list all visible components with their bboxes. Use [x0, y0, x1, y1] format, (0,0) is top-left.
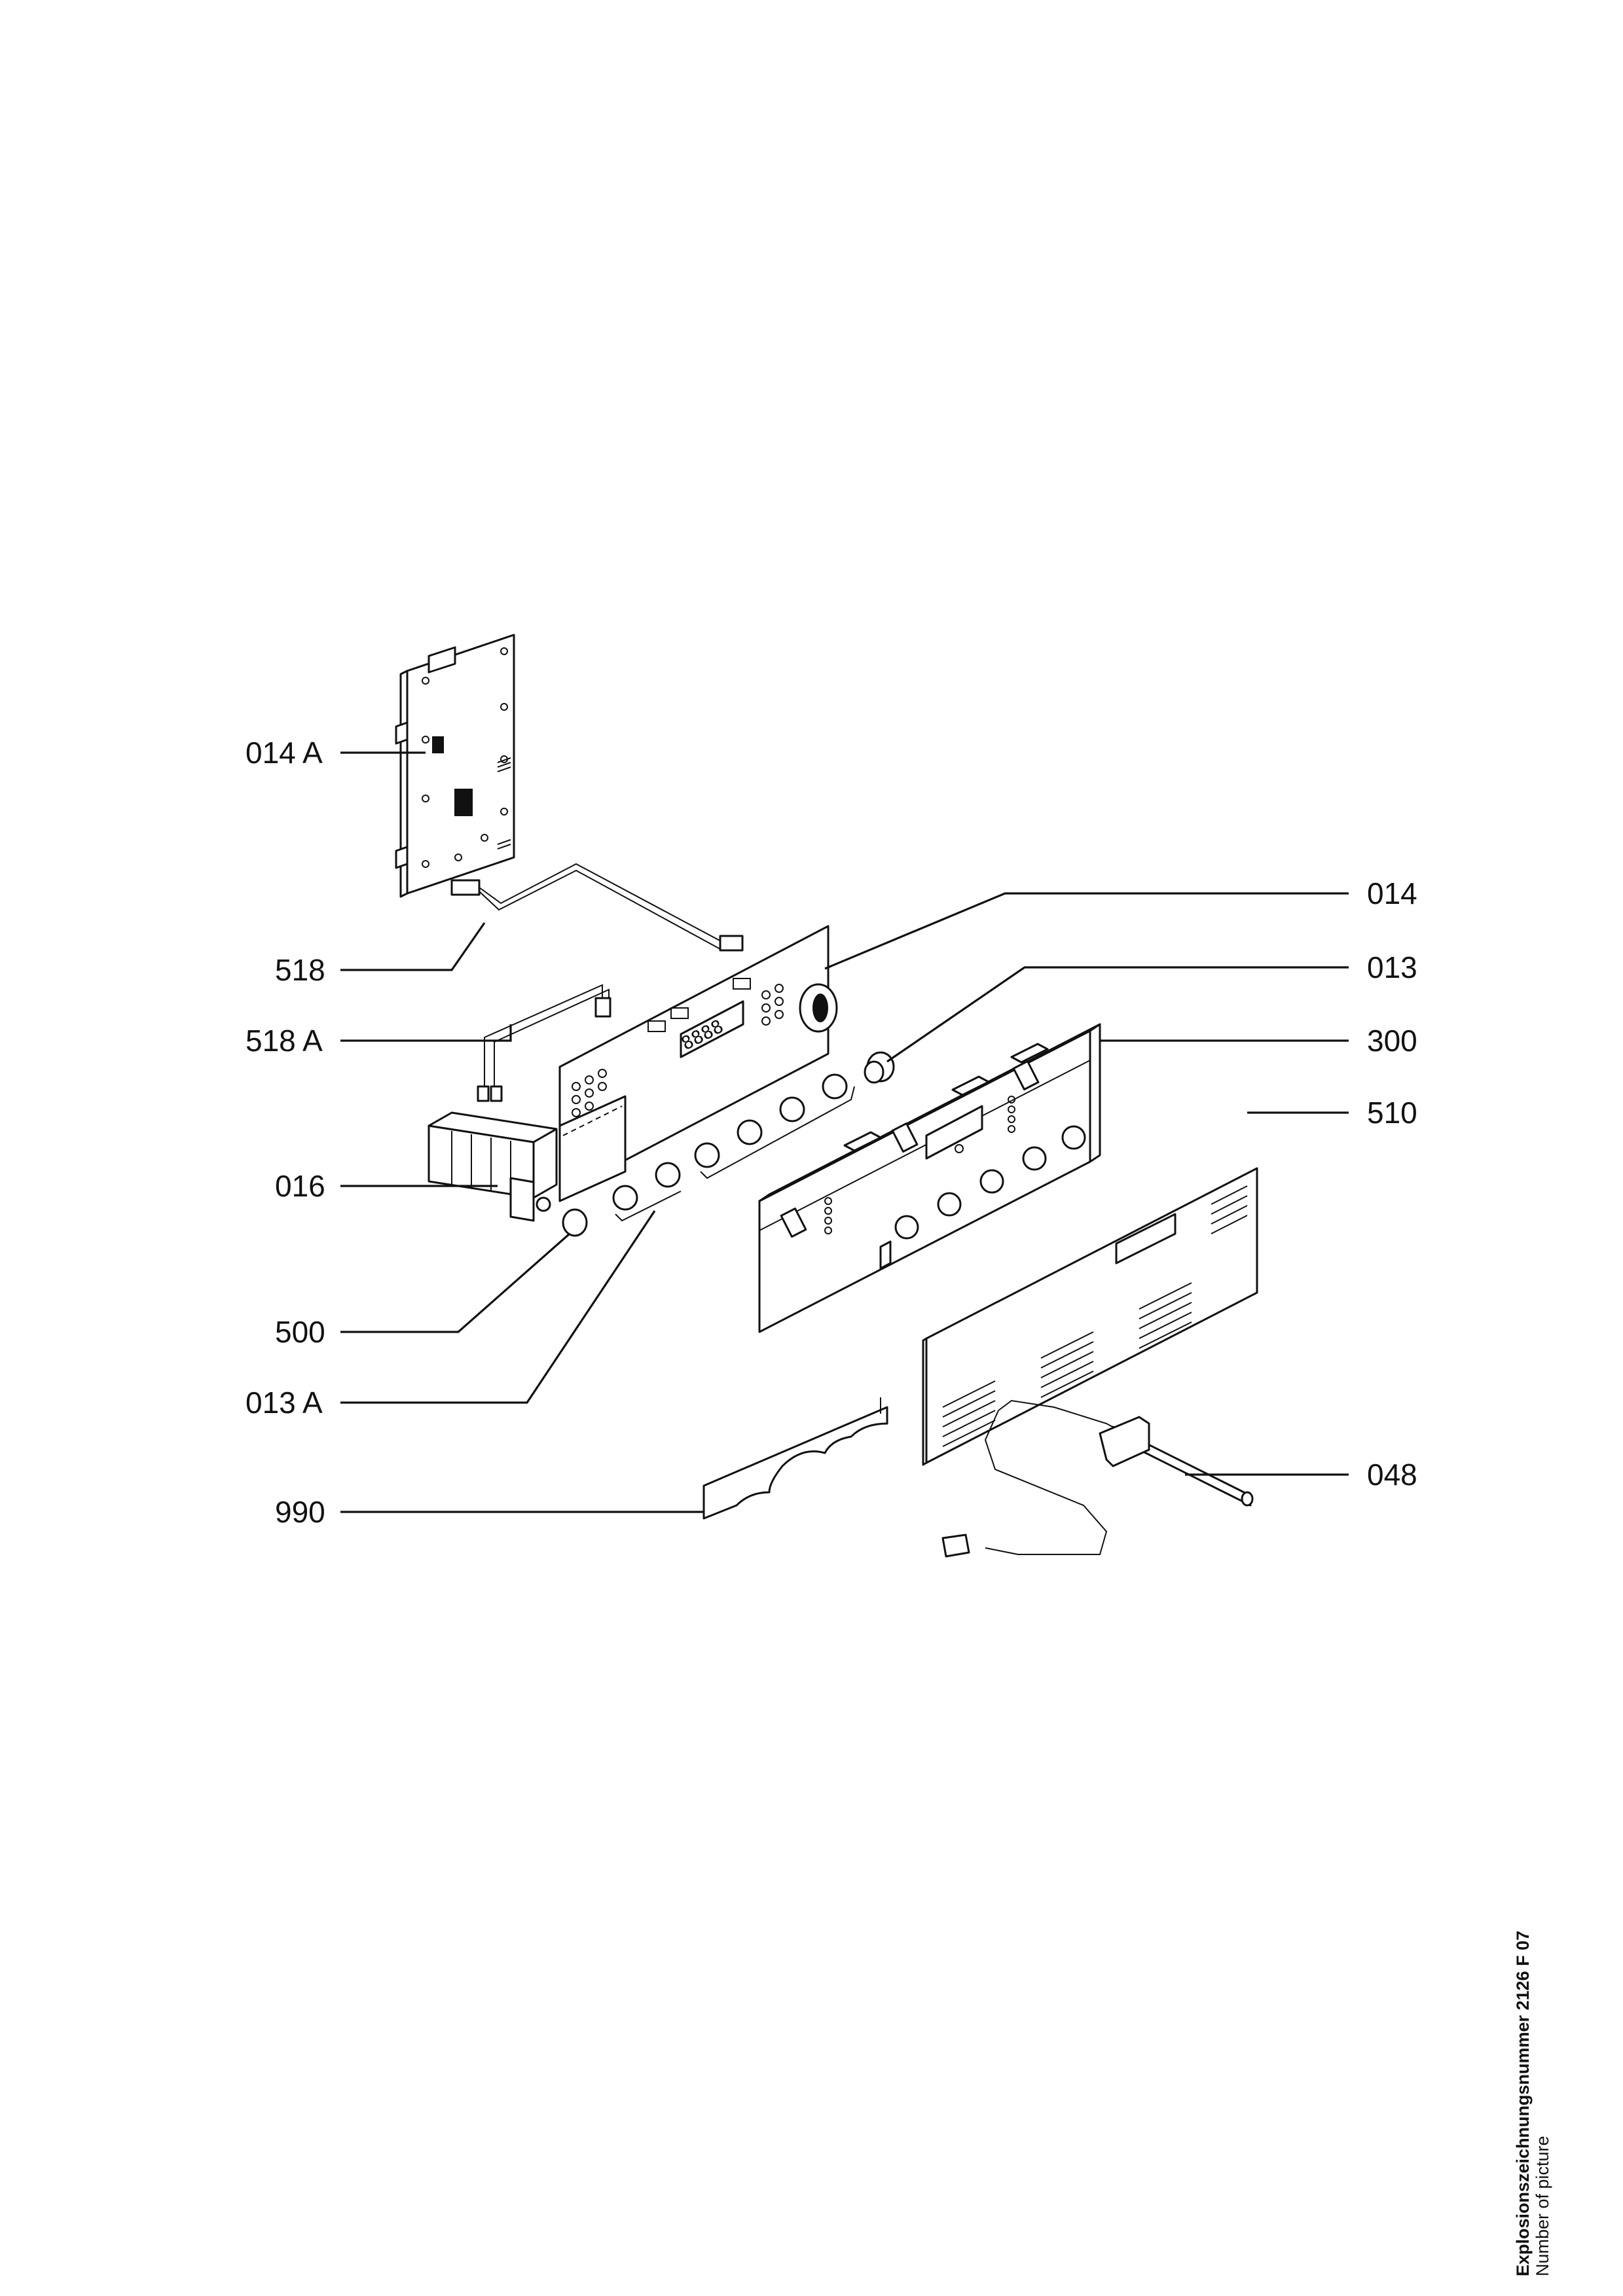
- leader-lines: [340, 751, 1349, 1513]
- part-500-knob: [562, 1208, 588, 1237]
- label-510: 510: [1367, 1096, 1417, 1130]
- label-014a: 014 A: [246, 736, 323, 770]
- label-518a: 518 A: [246, 1024, 323, 1058]
- label-990: 990: [275, 1495, 325, 1529]
- label-048: 048: [1367, 1458, 1417, 1492]
- part-016-switch-block: [428, 1111, 558, 1222]
- label-518: 518: [275, 953, 325, 987]
- vent-slots: [942, 1185, 1248, 1447]
- label-300: 300: [1367, 1024, 1417, 1058]
- title-block: Explosionszeichnungsnummer 2126 F 07 Num…: [1513, 1931, 1552, 2276]
- label-014: 014: [1367, 876, 1417, 910]
- label-013a: 013 A: [246, 1386, 323, 1420]
- part-990-bracket: [702, 1397, 888, 1520]
- label-500: 500: [275, 1315, 325, 1349]
- part-014-display-board: 8888: [558, 925, 855, 1222]
- part-labels: 014 A 518 518 A 016 500 013 A 990 014 01…: [246, 736, 1417, 1529]
- part-048-sensor: [941, 1399, 1254, 1558]
- label-016: 016: [275, 1169, 325, 1203]
- part-014a-control-board: [395, 634, 515, 898]
- part-518-cable: [450, 863, 744, 952]
- drawing-number-caption: Number of picture: [1533, 2136, 1552, 2276]
- drawing-number: Explosionszeichnungsnummer 2126 F 07: [1513, 1930, 1533, 2276]
- part-518a-cable: [477, 984, 611, 1102]
- label-013: 013: [1367, 950, 1417, 984]
- part-300-panel-frame: [758, 1023, 1101, 1333]
- part-013-knob: [864, 1051, 895, 1084]
- part-510-front-cover: [922, 1167, 1258, 1466]
